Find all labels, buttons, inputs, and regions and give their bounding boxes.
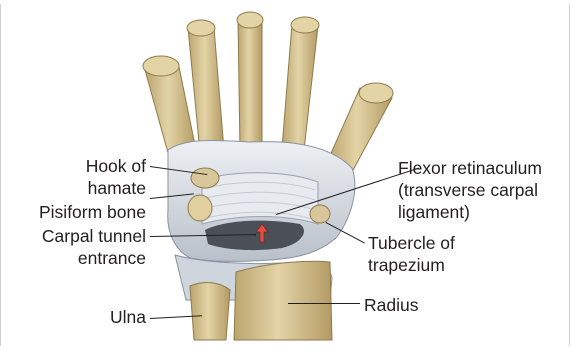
metacarpal-1-head xyxy=(143,56,179,76)
metacarpal-3-head xyxy=(237,12,263,28)
label-carpal-tunnel-entrance-line1: Carpal tunnel xyxy=(16,225,146,247)
label-flexor-retinaculum: Flexor retinaculum (transverse carpal li… xyxy=(398,157,542,223)
metacarpal-2-head xyxy=(187,20,215,36)
metacarpal-5-head xyxy=(359,83,393,103)
hook-of-hamate-shape xyxy=(191,168,219,188)
metacarpal-2 xyxy=(188,28,224,152)
ulna-bone xyxy=(190,283,230,340)
label-hook-of-hamate-line2: hamate xyxy=(68,177,146,199)
label-hook-of-hamate-line1: Hook of xyxy=(68,155,146,177)
leader-radius xyxy=(288,303,360,304)
pisiform-shape xyxy=(188,195,212,221)
label-radius: Radius xyxy=(364,294,418,316)
label-flexor-retinaculum-line3: ligament) xyxy=(398,201,542,223)
label-ulna: Ulna xyxy=(100,306,146,328)
metacarpal-3 xyxy=(238,20,262,150)
label-tubercle-of-trapezium-line2: trapezium xyxy=(368,254,455,276)
label-tubercle-of-trapezium-line1: Tubercle of xyxy=(368,232,455,254)
label-pisiform-bone: Pisiform bone xyxy=(20,201,146,223)
label-hook-of-hamate: Hook of hamate xyxy=(68,155,146,199)
label-carpal-tunnel-entrance-line2: entrance xyxy=(16,247,146,269)
label-tubercle-of-trapezium: Tubercle of trapezium xyxy=(368,232,455,276)
radius-bone xyxy=(234,261,332,340)
metacarpal-4 xyxy=(282,24,318,150)
label-flexor-retinaculum-line1: Flexor retinaculum xyxy=(398,157,542,179)
metacarpal-4-head xyxy=(291,17,319,33)
label-flexor-retinaculum-line2: (transverse carpal xyxy=(398,179,542,201)
label-carpal-tunnel-entrance: Carpal tunnel entrance xyxy=(16,225,146,269)
trapezium-tubercle-shape xyxy=(310,205,330,223)
